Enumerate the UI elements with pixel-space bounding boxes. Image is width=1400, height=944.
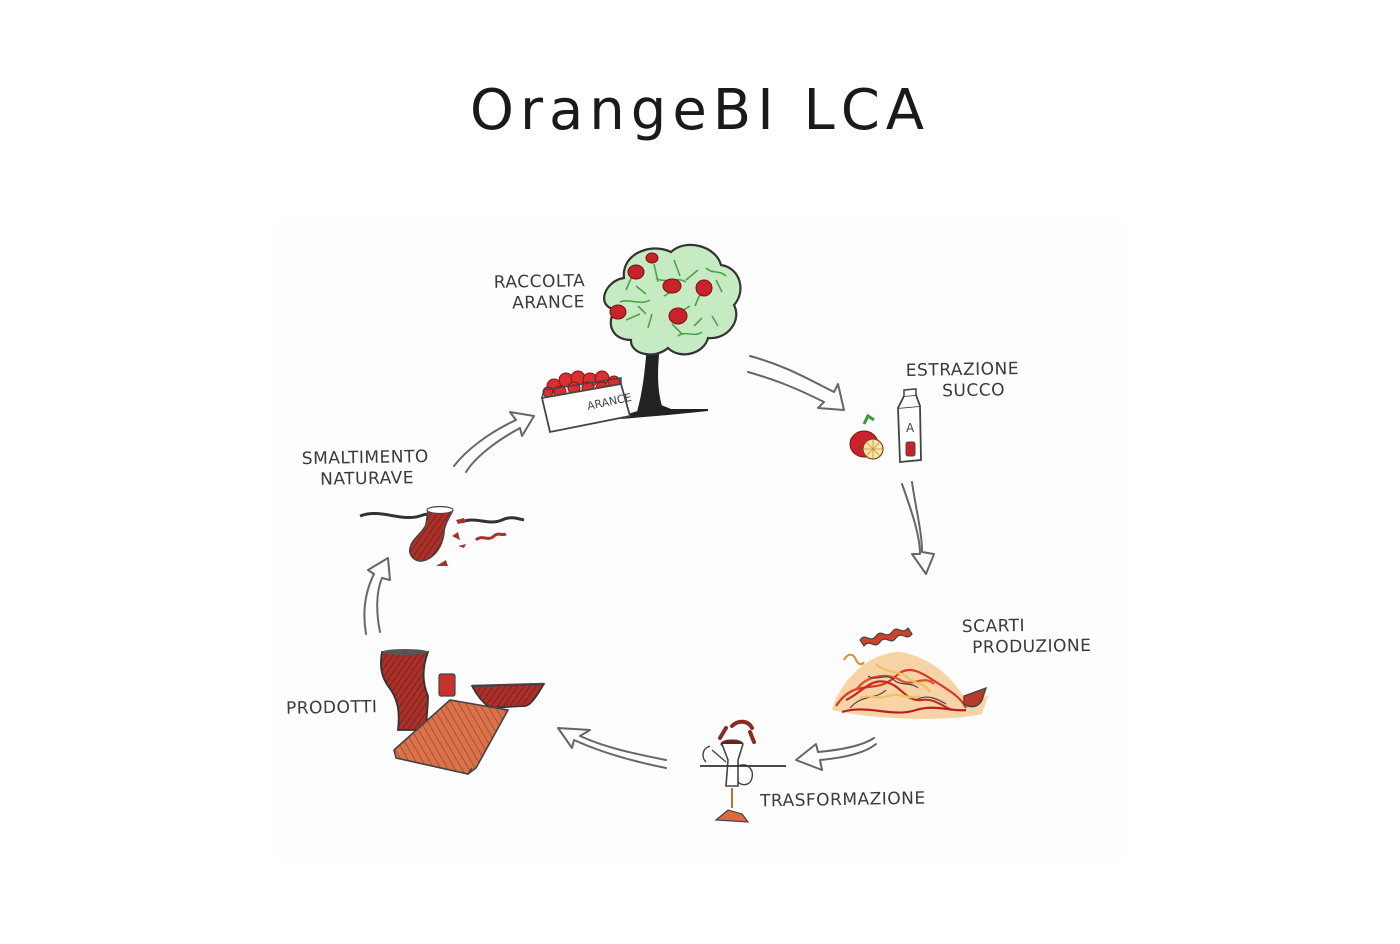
label-line: PRODOTTI bbox=[285, 697, 378, 719]
arrow-trasformazione-to-prodotti bbox=[557, 727, 667, 769]
diagram-illustration: ARANCE A bbox=[359, 243, 988, 823]
arrow-prodotti-to-smaltimento bbox=[363, 557, 391, 635]
label-line: ARANCE bbox=[512, 292, 586, 314]
grinder-icon bbox=[700, 719, 786, 823]
stage-label-raccolta: RACCOLTA ARANCE bbox=[494, 271, 586, 315]
products-icon bbox=[380, 649, 546, 775]
orange-crate-icon: ARANCE bbox=[540, 370, 633, 434]
arrow-raccolta-to-estrazione bbox=[747, 355, 845, 411]
juice-carton-icon: A bbox=[897, 388, 922, 463]
label-line: NATURAVE bbox=[320, 468, 415, 490]
stage-label-smaltimento: SMALTIMENTO NATURAVE bbox=[302, 447, 430, 491]
life-cycle-diagram: ARANCE A bbox=[276, 220, 1124, 858]
label-line: RACCOLTA bbox=[493, 271, 586, 293]
label-line: TRASFORMAZIONE bbox=[759, 788, 926, 812]
label-line: SMALTIMENTO bbox=[301, 446, 429, 470]
stage-label-estrazione: ESTRAZIONE SUCCO bbox=[906, 359, 1020, 403]
arrow-smaltimento-to-raccolta bbox=[453, 411, 535, 473]
label-line: SUCCO bbox=[942, 380, 1006, 402]
arrow-estrazione-to-scarti bbox=[901, 481, 935, 575]
label-line: ESTRAZIONE bbox=[905, 359, 1020, 381]
carton-letter: A bbox=[906, 421, 915, 435]
stage-label-trasformazione: TRASFORMAZIONE bbox=[760, 789, 926, 813]
buried-vase-icon bbox=[359, 505, 525, 566]
page-title: OrangeBI LCA bbox=[469, 78, 931, 143]
orange-tree-icon bbox=[603, 243, 742, 419]
sliced-orange-icon bbox=[849, 413, 884, 460]
peel-waste-pile-icon bbox=[832, 626, 988, 719]
arrow-scarti-to-trasformazione bbox=[795, 737, 877, 771]
label-line: SCARTI bbox=[961, 616, 1026, 638]
label-line: PRODUZIONE bbox=[972, 635, 1092, 658]
stage-label-prodotti: PRODOTTI bbox=[286, 697, 378, 720]
stage-label-scarti: SCARTI PRODUZIONE bbox=[962, 615, 1092, 659]
